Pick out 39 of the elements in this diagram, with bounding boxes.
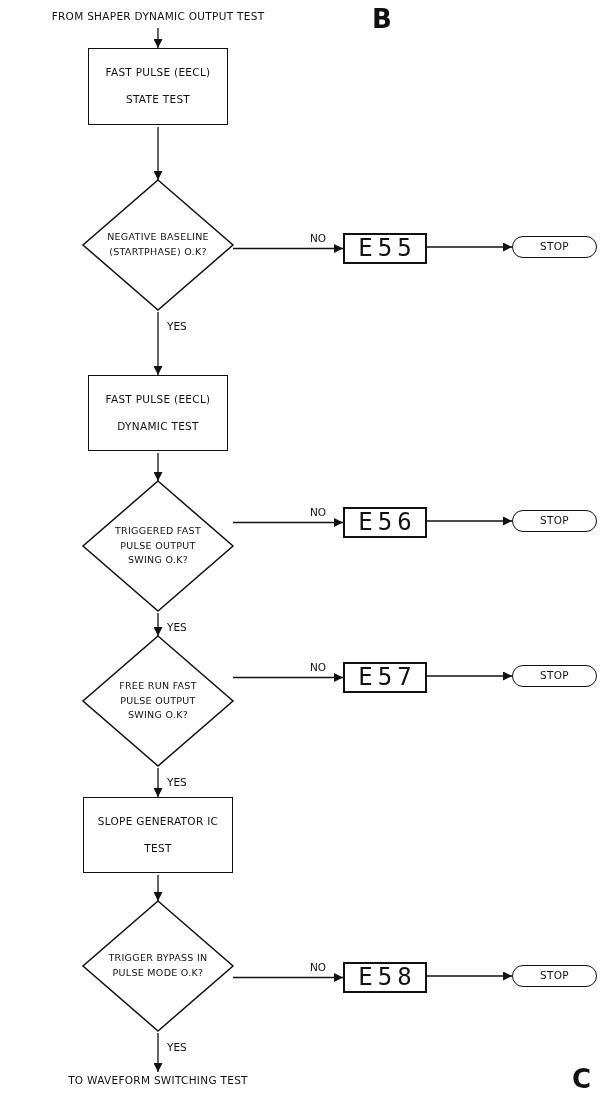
error-code-display: E56 — [343, 507, 427, 538]
edge-label: YES — [166, 320, 188, 332]
decision-diamond: TRIGGER BYPASS IN PULSE MODE O.K? — [83, 901, 233, 1031]
arrow — [153, 767, 163, 798]
flow-connector-text: TO WAVEFORM SWITCHING TEST — [13, 1072, 303, 1090]
flow-connector-text: FROM SHAPER DYNAMIC OUTPUT TEST — [8, 8, 308, 26]
edge-label: YES — [166, 621, 188, 633]
arrow — [426, 242, 513, 252]
arrow — [153, 27, 163, 49]
decision-diamond: FREE RUN FAST PULSE OUTPUT SWING O.K? — [83, 636, 233, 766]
arrow — [153, 311, 163, 376]
decision-diamond: NEGATIVE BASELINE (STARTPHASE) O.K? — [83, 180, 233, 310]
arrow — [232, 973, 344, 982]
arrow — [232, 673, 344, 682]
arrow — [426, 516, 513, 526]
edge-label: NO — [309, 960, 328, 973]
edge-label: YES — [166, 776, 188, 788]
error-code-display: E58 — [343, 962, 427, 993]
process-box: SLOPE GENERATOR IC TEST — [83, 797, 233, 873]
arrow — [426, 671, 513, 681]
process-box: FAST PULSE (EECL) STATE TEST — [88, 48, 228, 125]
arrow — [153, 452, 163, 482]
error-code-display: E57 — [343, 662, 427, 693]
process-box: FAST PULSE (EECL) DYNAMIC TEST — [88, 375, 228, 451]
decision-diamond: TRIGGERED FAST PULSE OUTPUT SWING O.K? — [83, 481, 233, 611]
arrow — [153, 612, 163, 637]
edge-label: NO — [309, 505, 328, 518]
arrow — [426, 971, 513, 981]
edge-label: NO — [309, 231, 328, 244]
edge-label: NO — [309, 660, 328, 673]
arrow — [232, 518, 344, 527]
connector-letter: B — [372, 4, 392, 34]
edge-label: YES — [166, 1041, 188, 1053]
arrow — [153, 126, 163, 181]
connector-letter: C — [572, 1064, 592, 1094]
arrow — [153, 874, 163, 902]
arrow — [153, 1032, 163, 1073]
arrow — [232, 244, 344, 253]
error-code-display: E55 — [343, 233, 427, 264]
